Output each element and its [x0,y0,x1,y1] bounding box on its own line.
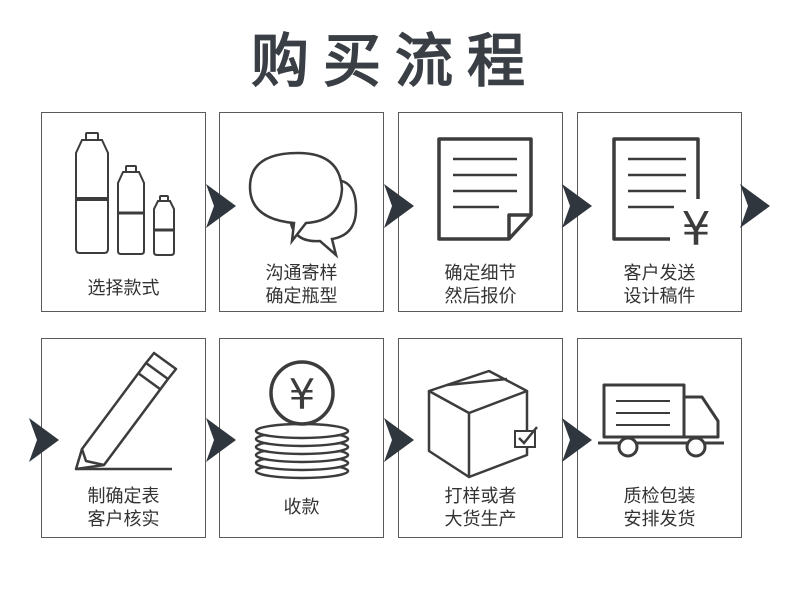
step-label-line2: 客户核实 [87,509,160,530]
step-card-confirm: 制确定表 客户核实 [41,338,206,538]
step-label-line2: 大货生产 [444,509,517,530]
step-label-line2: 设计稿件 [623,286,696,307]
arrow-right-icon [206,418,236,462]
arrow-right-icon [740,184,770,228]
step-label-line1: 收款 [283,497,320,518]
step-label-line1: 选择款式 [87,278,160,299]
step-label-line2: 然后报价 [444,286,517,307]
step-card-design: ¥ 客户发送 设计稿件 [577,112,742,312]
step-label-line1: 客户发送 [623,263,696,284]
document-icon [437,137,533,241]
document-yen-icon: ¥ [612,137,711,256]
step-card-production: 打样或者 大货生产 [398,338,563,538]
step-label-line1: 确定细节 [444,263,517,284]
arrow-right-icon [384,418,414,462]
step-card-payment: ¥ 收款 [219,338,384,538]
arrow-right-icon [562,184,592,228]
speech-bubbles-icon [248,151,358,259]
step-card-details: 确定细节 然后报价 [398,112,563,312]
coin-stack-icon: ¥ [254,360,350,480]
step-label-line2: 确定瓶型 [265,286,338,307]
arrow-right-icon [384,184,414,228]
box-icon [427,369,538,479]
step-card-select-style: 选择款式 [41,112,206,312]
pencil-icon [74,351,178,471]
bottles-icon [75,132,175,256]
step-label-line1: 质检包装 [623,486,696,507]
page-title: 购买流程 [250,27,539,95]
step-card-shipping: 质检包装 安排发货 [577,338,742,538]
arrow-right-icon [206,184,236,228]
step-label-line2: 安排发货 [623,509,696,530]
truck-icon [598,383,724,458]
arrow-right-icon [29,418,59,462]
arrow-right-icon [562,418,592,462]
step-card-sample: 沟通寄样 确定瓶型 [219,112,384,312]
yen-symbol: ¥ [289,370,316,419]
step-label-line1: 制确定表 [87,486,160,507]
step-label-line1: 沟通寄样 [265,263,338,284]
step-label-line1: 打样或者 [444,486,517,507]
yen-symbol: ¥ [681,202,710,256]
